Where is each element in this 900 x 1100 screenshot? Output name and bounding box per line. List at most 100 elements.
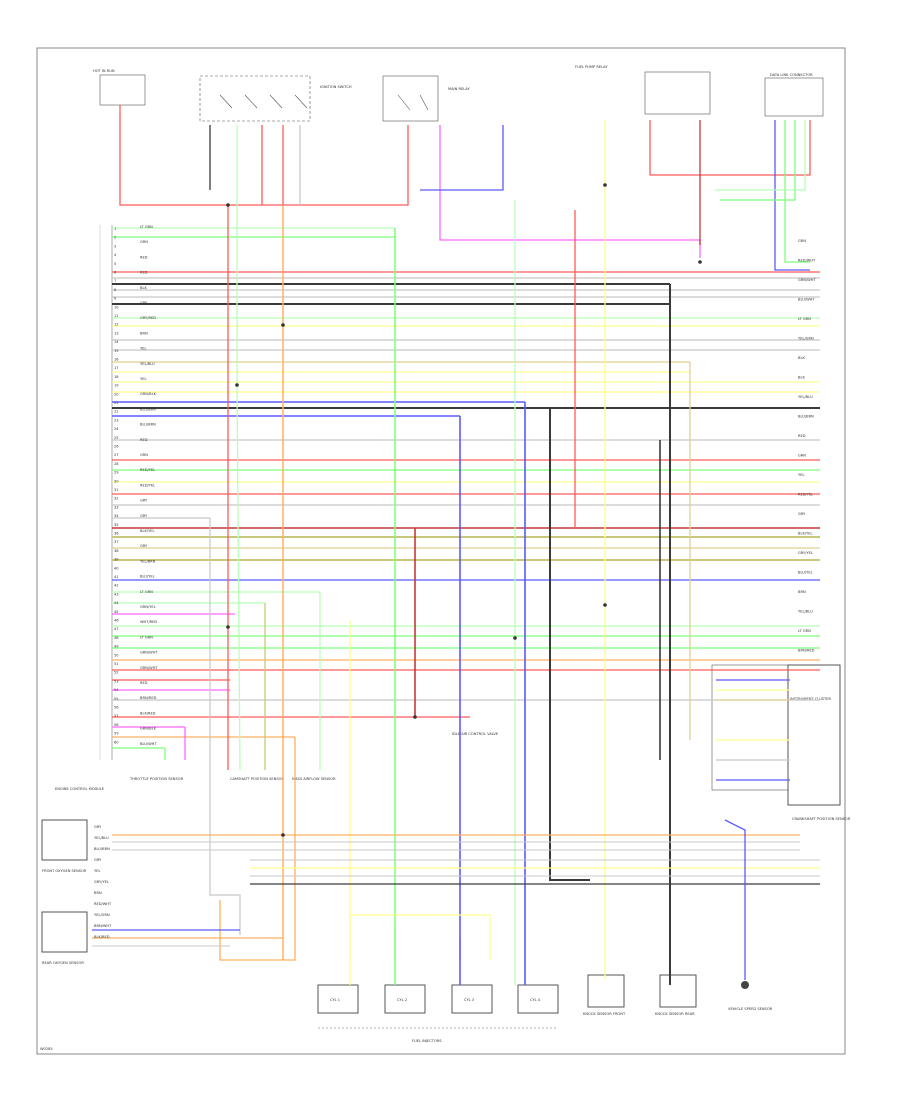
mass-airflow-label: MASS AIRFLOW SENSOR bbox=[292, 777, 336, 781]
wire bbox=[720, 120, 796, 201]
pin-label: 54 bbox=[114, 688, 119, 692]
wire bbox=[549, 408, 590, 881]
rear-o2-label: REAR OXYGEN SENSOR bbox=[42, 961, 84, 965]
pin-label: 58 bbox=[114, 723, 119, 727]
knock-front-box bbox=[587, 974, 625, 1008]
wire-label: BLK bbox=[140, 286, 147, 290]
splice-dot bbox=[281, 833, 285, 837]
injector-1-label: CYL 1 bbox=[330, 998, 340, 1002]
right-wire-label: GRY bbox=[798, 512, 806, 516]
idle-air-control-label: IDLE AIR CONTROL VALVE bbox=[452, 732, 499, 736]
right-labels-layer: GRN RED/WHT GRN/WHT BLU/WHT LT GRN YEL/GRN BLK… bbox=[798, 239, 816, 653]
main-relay-label: MAIN RELAY bbox=[448, 87, 470, 91]
fuel-pump-relay-label: FUEL PUMP RELAY bbox=[575, 65, 608, 69]
wire-label: GRN bbox=[140, 240, 148, 244]
wire-label: GRN bbox=[140, 453, 148, 457]
wire-label: BLU/WHT bbox=[140, 742, 157, 746]
hot-in-run-fuse: HOT IN RUN bbox=[93, 69, 146, 125]
pin-label: 43 bbox=[114, 592, 119, 596]
pin-label: 39 bbox=[114, 558, 119, 562]
splice-dot bbox=[226, 203, 230, 207]
pin-labels-layer: 1234567891011121314151617181920212223242… bbox=[114, 227, 119, 744]
wire-label: YEL/BRN bbox=[140, 559, 156, 563]
lower-wire-label: GRY bbox=[94, 858, 102, 862]
right-wire-label: RED bbox=[798, 434, 806, 438]
pin-label: 8 bbox=[114, 288, 117, 292]
speed-sensor-label: VEHICLE SPEED SENSOR bbox=[728, 1007, 773, 1011]
ignition-switch: IGNITION SWITCH bbox=[199, 75, 352, 122]
splice-dot bbox=[513, 636, 517, 640]
pin-label: 32 bbox=[114, 497, 119, 501]
right-wire-label: YEL/GRN bbox=[798, 337, 814, 341]
lower-wire-label: BLU/BRN bbox=[94, 847, 110, 851]
wire-label: BLU/YEL bbox=[140, 575, 155, 579]
pin-label: 27 bbox=[114, 453, 119, 457]
right-wire-label: BRN bbox=[798, 590, 806, 594]
pin-label: 1 bbox=[114, 227, 116, 231]
pin-label: 23 bbox=[114, 418, 119, 422]
pin-label: 55 bbox=[114, 697, 119, 701]
wire-label: LT GRN bbox=[140, 590, 153, 594]
lower-labels-layer: GRYYEL/BLUBLU/BRNGRYYELGRY/YELBRNRED/WHT… bbox=[94, 825, 112, 939]
pin-label: 53 bbox=[114, 679, 119, 683]
fuel-injectors-label: FUEL INJECTORS bbox=[412, 1039, 442, 1043]
splice-dot bbox=[698, 260, 702, 264]
pin-label: 31 bbox=[114, 488, 119, 492]
pin-label: 51 bbox=[114, 662, 119, 666]
lower-wire-label: YEL/GRN bbox=[94, 913, 110, 917]
pin-label: 33 bbox=[114, 505, 119, 509]
crankshaft-label: CRANKSHAFT POSITION SENSOR bbox=[792, 817, 851, 821]
pin-label: 29 bbox=[114, 471, 119, 475]
right-wire-label: BLK/YEL bbox=[798, 532, 813, 536]
pin-label: 37 bbox=[114, 540, 119, 544]
wire-label: GRY bbox=[140, 544, 148, 548]
lower-wire-label: GRY bbox=[94, 825, 102, 829]
wire-label: RED bbox=[140, 438, 148, 442]
pin-label: 50 bbox=[114, 653, 119, 657]
fuel-injectors: CYL 1 CYL 2 CYL 3 CYL 4 FUEL INJECTORS bbox=[317, 984, 559, 1043]
pin-label: 60 bbox=[114, 740, 119, 744]
right-wire-label: GRY/YEL bbox=[798, 551, 813, 555]
injector-4-box bbox=[517, 984, 559, 1014]
right-wire-label: RED/WHT bbox=[798, 259, 816, 263]
pin-label: 18 bbox=[114, 375, 119, 379]
pin-label: 21 bbox=[114, 401, 119, 405]
knock-rear-label: KNOCK SENSOR REAR bbox=[655, 1012, 695, 1016]
main-relay: MAIN RELAY bbox=[382, 75, 470, 122]
pin-label: 42 bbox=[114, 584, 119, 588]
injector-2-label: CYL 2 bbox=[397, 998, 407, 1002]
splice-dot bbox=[603, 603, 607, 607]
right-wire-label: LT GRN bbox=[798, 629, 811, 633]
right-wire-label: BLK bbox=[798, 376, 805, 380]
wire-label: GRY bbox=[140, 514, 148, 518]
right-wire-label: YEL bbox=[798, 473, 804, 477]
rear-oxygen-sensor: REAR OXYGEN SENSOR bbox=[41, 911, 88, 965]
splice-dot bbox=[235, 383, 239, 387]
right-wire-label: BRN/RED bbox=[798, 649, 815, 653]
pin-label: 17 bbox=[114, 366, 119, 370]
wire-label: GRN/BLK bbox=[140, 727, 157, 731]
data-link-connector-label: DATA LINK CONNECTOR bbox=[770, 73, 813, 77]
right-wire-label: GRN/WHT bbox=[798, 278, 816, 282]
pin-label: 44 bbox=[114, 601, 119, 605]
ignition-switch-label: IGNITION SWITCH bbox=[320, 85, 352, 89]
wire-label: RED/YEL bbox=[140, 468, 155, 472]
wire-label: BRN/RED bbox=[140, 696, 157, 700]
pin-label: 40 bbox=[114, 566, 119, 570]
pin-label: 12 bbox=[114, 323, 119, 327]
wires-layer bbox=[92, 120, 820, 985]
right-wire-label: BLU/WHT bbox=[798, 298, 815, 302]
wire-label: BLK/YEL bbox=[140, 529, 155, 533]
wire-label: BRN bbox=[140, 331, 148, 335]
injector-3-label: CYL 3 bbox=[464, 998, 474, 1002]
right-wire-label: GRN bbox=[798, 239, 806, 243]
pin-label: 5 bbox=[114, 262, 116, 266]
pin-label: 13 bbox=[114, 331, 119, 335]
lower-wire-label: BLK/RED bbox=[94, 935, 110, 939]
pin-label: 56 bbox=[114, 706, 119, 710]
pin-label: 22 bbox=[114, 410, 119, 414]
lower-wire-label: RED/WHT bbox=[94, 902, 112, 906]
instrument-cluster: INSTRUMENT CLUSTER bbox=[711, 664, 841, 806]
pin-label: 7 bbox=[114, 279, 116, 283]
